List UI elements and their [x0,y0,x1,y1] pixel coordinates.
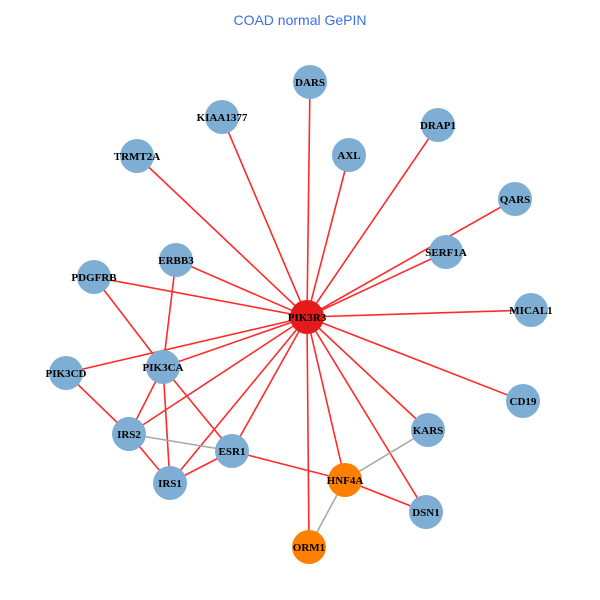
node-circle [215,434,249,468]
edge-pik3r3-axl [306,154,350,318]
node-circle [120,139,154,173]
node-label: TRMT2A [114,151,161,163]
node-label: DSN1 [412,507,440,519]
node-label: PIK3CA [143,362,184,374]
node-circle [77,260,111,294]
edge-pik3ca-esr1 [162,366,233,452]
node-orm1[interactable]: ORM1 [292,530,326,564]
node-pik3r3[interactable]: PIK3R3 [288,300,327,334]
node-irs1[interactable]: IRS1 [153,466,187,500]
edge-pik3r3-dsn1 [306,316,427,513]
edge-pik3r3-qars [306,198,516,318]
node-circle [112,417,146,451]
edge-esr1-hnf4a [231,450,346,481]
node-circle [292,530,326,564]
node-dars[interactable]: DARS [293,65,327,99]
edge-pik3r3-kiaa1377 [221,116,308,318]
node-label: KARS [413,425,444,437]
node-dsn1[interactable]: DSN1 [409,495,443,529]
edge-pik3r3-kars [306,316,429,431]
node-circle [498,182,532,216]
node-label: QARS [500,194,531,206]
node-label: PDGFRB [71,272,117,284]
node-irs2[interactable]: IRS2 [112,417,146,451]
node-label: DRAP1 [420,120,456,132]
edge-pik3r3-orm1 [306,316,310,548]
node-circle [514,293,548,327]
edge-pdgfrb-pik3ca [93,276,164,368]
node-label: IRS1 [158,478,182,490]
node-label: KIAA1377 [197,112,248,124]
node-pik3cd[interactable]: PIK3CD [46,356,87,390]
node-circle [159,243,193,277]
edge-pik3r3-esr1 [231,316,308,452]
edge-pik3r3-erbb3 [175,259,308,318]
node-label: HNF4A [327,475,364,487]
node-drap1[interactable]: DRAP1 [420,108,456,142]
node-serf1a[interactable]: SERF1A [425,235,467,269]
edge-pik3r3-serf1a [306,251,447,318]
edge-pik3r3-cd19 [306,316,524,402]
node-circle [205,100,239,134]
figure-title: COAD normal GePIN [233,12,367,28]
node-erbb3[interactable]: ERBB3 [158,243,194,277]
node-esr1[interactable]: ESR1 [215,434,249,468]
edge-pik3r3-hnf4a [306,316,346,481]
node-cd19[interactable]: CD19 [506,384,540,418]
node-label: IRS2 [117,429,141,441]
node-hnf4a[interactable]: HNF4A [327,463,364,497]
node-circle [328,463,362,497]
edge-pik3ca-irs1 [162,366,171,484]
node-label: DARS [295,77,325,89]
node-label: ESR1 [219,446,246,458]
node-label: CD19 [510,396,537,408]
edge-pik3r3-trmt2a [136,155,308,318]
node-circle [409,495,443,529]
node-circle [153,466,187,500]
node-label: ERBB3 [158,255,194,267]
node-circle [293,65,327,99]
node-circle [506,384,540,418]
node-trmt2a[interactable]: TRMT2A [114,139,161,173]
node-label: MICAL1 [509,305,552,317]
edge-pik3r3-dars [306,81,311,318]
node-axl[interactable]: AXL [332,138,366,172]
edge-pik3r3-pik3ca [162,316,308,368]
node-label: SERF1A [425,247,467,259]
node-circle [146,350,180,384]
node-circle [332,138,366,172]
edge-irs2-esr1 [128,433,233,452]
node-circle [49,356,83,390]
node-label: AXL [337,150,360,162]
node-qars[interactable]: QARS [498,182,532,216]
node-kiaa1377[interactable]: KIAA1377 [197,100,248,134]
edge-pik3r3-irs2 [128,316,308,435]
node-label: PIK3CD [46,368,87,380]
node-pik3ca[interactable]: PIK3CA [143,350,184,384]
node-label: ORM1 [293,542,325,554]
node-circle [421,108,455,142]
edge-pik3r3-pik3cd [65,316,308,374]
edge-pik3r3-irs1 [169,316,308,484]
node-circle [290,300,324,334]
node-circle [411,413,445,447]
edge-pik3r3-mical1 [306,309,532,318]
node-circle [429,235,463,269]
edge-erbb3-pik3ca [162,259,177,368]
node-label: PIK3R3 [288,312,327,324]
node-mical1[interactable]: MICAL1 [509,293,553,327]
node-pdgfrb[interactable]: PDGFRB [71,260,117,294]
edge-pik3r3-pdgfrb [93,276,308,318]
edge-pik3r3-drap1 [306,124,439,318]
node-kars[interactable]: KARS [411,413,445,447]
